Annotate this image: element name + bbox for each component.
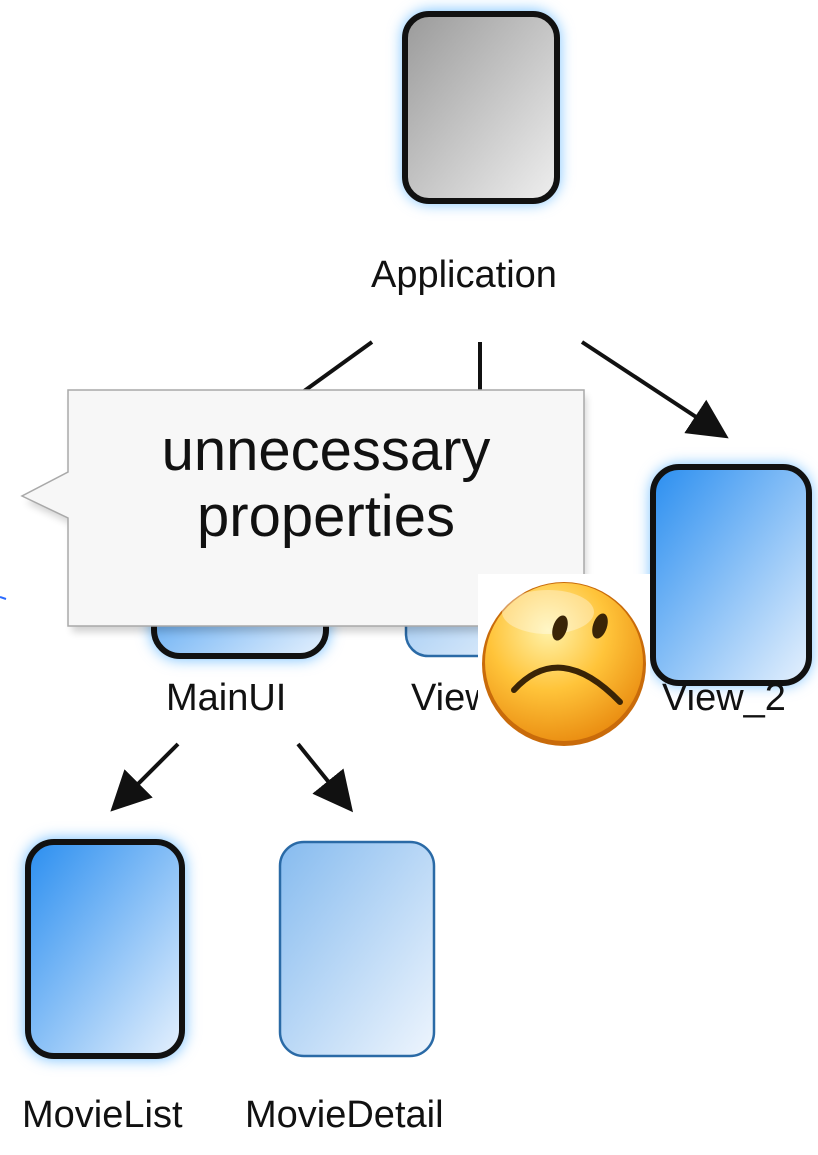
node-movie-list[interactable] xyxy=(24,838,186,1060)
edge-application-main-ui xyxy=(298,340,374,396)
edge-main-ui-movie-list xyxy=(110,742,180,812)
node-application[interactable] xyxy=(402,10,560,204)
edge-application-view-2 xyxy=(580,340,729,439)
edge-main-ui-movie-detail xyxy=(296,742,354,813)
callout-text: unnecessary properties xyxy=(68,418,584,550)
connectors xyxy=(0,340,729,813)
label-application: Application xyxy=(371,254,557,296)
label-view-1: View_1 xyxy=(411,677,535,719)
label-movie-list: MovieList xyxy=(22,1094,183,1136)
label-main-ui: MainUI xyxy=(166,677,287,719)
callout-line-1: unnecessary xyxy=(161,418,491,483)
label-view-2: View_2 xyxy=(662,677,786,719)
node-view-2[interactable] xyxy=(650,464,812,686)
callout-line-2: properties xyxy=(197,484,455,549)
callout-bubble xyxy=(20,389,586,632)
label-movie-detail: MovieDetail xyxy=(245,1094,444,1136)
node-movie-detail[interactable] xyxy=(278,840,436,1058)
edge-left-offscreen xyxy=(0,596,7,600)
